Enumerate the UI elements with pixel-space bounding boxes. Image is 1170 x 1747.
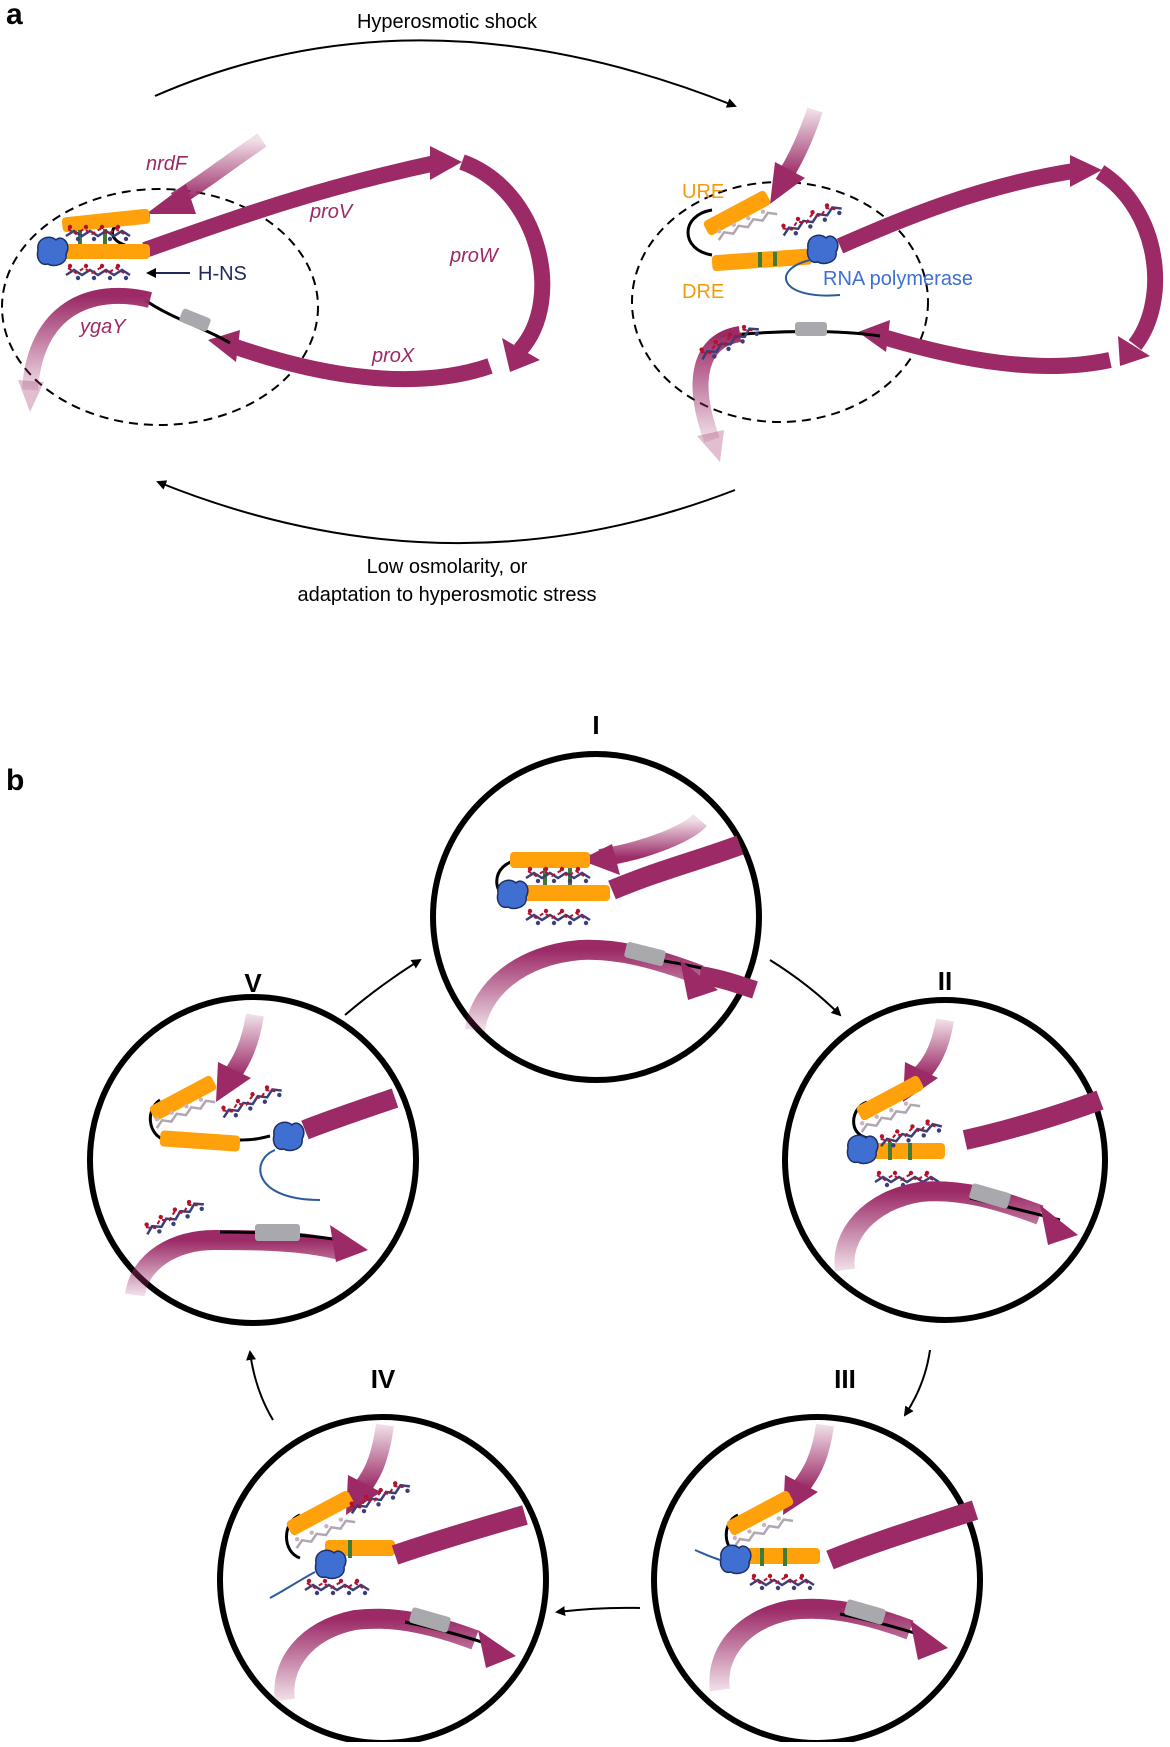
cycle-arrow-iii-to-iv	[555, 1606, 641, 1617]
prov-arrowhead	[430, 146, 462, 180]
prox-label: proX	[371, 345, 415, 367]
nrdf-arrowhead	[146, 184, 196, 214]
ygay-label: ygaY	[78, 316, 127, 338]
ygay-arrow	[692, 326, 742, 443]
activated-state: URE DRE RNA polymerase	[631, 107, 1164, 462]
stage-label-i: I	[592, 710, 599, 740]
nrdf-label: nrdF	[146, 153, 189, 175]
nrdf-arrow	[778, 107, 823, 181]
prow-arrowhead	[502, 338, 540, 372]
top-arrow-label: Hyperosmotic shock	[357, 11, 538, 33]
prov-arrowhead	[1070, 155, 1102, 187]
bridge-marks	[758, 252, 777, 267]
promoter-box	[179, 308, 211, 332]
stage-iv-zoom	[217, 1414, 549, 1746]
cycle-arrow-iv-to-v	[246, 1350, 274, 1421]
stage-i-zoom	[430, 751, 762, 1083]
cycle-arrow-v-to-i	[344, 958, 422, 1016]
stage-ii-zoom	[782, 997, 1108, 1323]
prow-arrow	[459, 154, 551, 356]
ygay-arrow	[22, 287, 152, 391]
hns-filament	[777, 197, 846, 242]
rnap-blob	[36, 236, 69, 267]
activated-zoom-circle	[631, 181, 929, 423]
prov-arrow	[142, 154, 442, 258]
prow-label: proW	[449, 245, 500, 267]
promoter-box	[795, 322, 827, 336]
stage-iii-zoom	[651, 1414, 983, 1746]
ure-element	[61, 208, 151, 233]
ure-element	[703, 190, 771, 236]
cycle-arrow-i-to-ii	[769, 959, 842, 1017]
top-state-arrow	[154, 39, 737, 108]
prow-arrow	[1095, 165, 1164, 350]
dre-label: DRE	[682, 281, 724, 303]
rnap-blob	[806, 234, 839, 265]
stage-v-zoom	[87, 994, 419, 1326]
stage-circle	[430, 751, 762, 1083]
prov-arrow	[836, 162, 1082, 254]
hns-label: H-NS	[198, 263, 247, 285]
prox-arrowhead	[208, 330, 240, 362]
prox-arrow	[227, 337, 493, 388]
repressed-zoom-circle	[1, 188, 319, 426]
prow-arrowhead	[1118, 336, 1150, 366]
rnap-label: RNA polymerase	[823, 268, 973, 290]
dre-element	[62, 244, 150, 259]
bottom-arrow-label-line2: adaptation to hyperosmotic stress	[297, 584, 596, 606]
prox-arrow	[877, 328, 1112, 374]
bottom-state-arrow	[156, 480, 736, 545]
panel-b-letter: b	[6, 764, 24, 797]
bottom-arrow-label-line1: Low osmolarity, or	[367, 556, 528, 578]
stage-label-iv: IV	[371, 1364, 396, 1394]
prov-label: proV	[309, 201, 354, 223]
ure-label: URE	[682, 181, 724, 203]
cycle-arrow-ii-to-iii	[903, 1349, 931, 1417]
ygay-arrowhead	[18, 380, 44, 412]
hns-filament	[64, 262, 132, 282]
stage-label-iii: III	[834, 1364, 856, 1394]
stage-label-ii: II	[938, 966, 952, 996]
dna-hairpin	[686, 208, 713, 257]
panel-a-letter: a	[6, 0, 23, 31]
stage-label-v: V	[244, 968, 262, 998]
repressed-state: H-NS nrdF proV proW proX ygaY	[1, 133, 551, 426]
stage-circle	[782, 997, 1108, 1323]
nrdf-arrowhead	[770, 162, 805, 204]
ygay-arrowhead	[697, 430, 724, 462]
rna-transcript	[785, 259, 841, 297]
